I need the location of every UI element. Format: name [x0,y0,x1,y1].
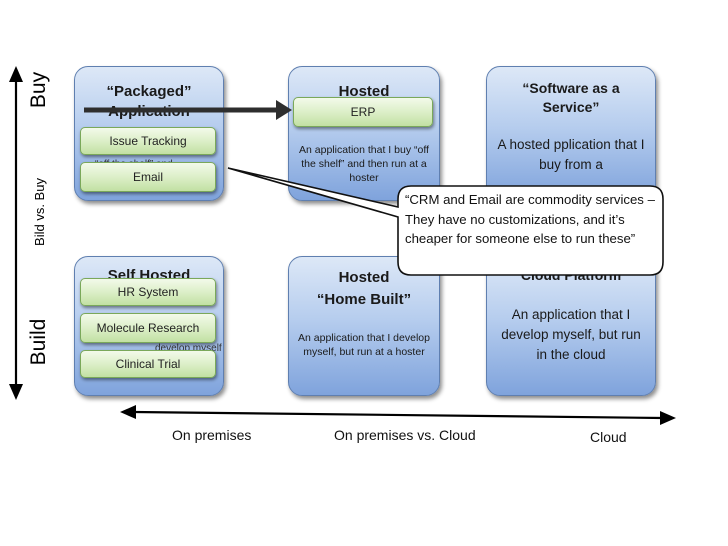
card-software-as-a-service: “Software as a Service” A hosted pplicat… [486,66,656,201]
axis-label-on-premises: On premises [172,427,252,443]
card-cloud-platform: Cloud Platform An application that I dev… [486,256,656,396]
card-description: A hosted pplication that I buy from a [497,137,645,172]
card-description: An application that I develop myself, bu… [501,307,641,362]
chip-issue-tracking: Issue Tracking [80,127,216,155]
card-title-line: “Home Built” [316,291,412,308]
vertical-axis-arrow [9,66,23,400]
card-partial-text: develop myself [155,343,222,354]
card-title-line: Hosted [338,269,390,286]
card-title: Hosted [338,83,390,100]
card-title: “Software as a Service” [522,80,620,115]
chip-molecule-research: Molecule Research [80,313,216,343]
card-hosted-home-built: Hosted “Home Built” An application that … [288,256,440,396]
card-description: An application that I develop myself, bu… [298,332,430,358]
chip-erp: ERP [293,97,433,127]
axis-label-cloud: Cloud [590,429,627,445]
axis-label-on-premises-vs-cloud: On premises vs. Cloud [334,427,476,443]
card-title-line: “Packaged” [106,83,192,100]
callout-text: “CRM and Email are commodity services – … [405,192,655,246]
horizontal-axis-arrow [120,405,676,425]
chip-email: Email [80,162,216,192]
card-description: An application that I buy “off the shelf… [299,144,429,184]
chip-clinical-trial: Clinical Trial [80,350,216,378]
chip-hr-system: HR System [80,278,216,306]
